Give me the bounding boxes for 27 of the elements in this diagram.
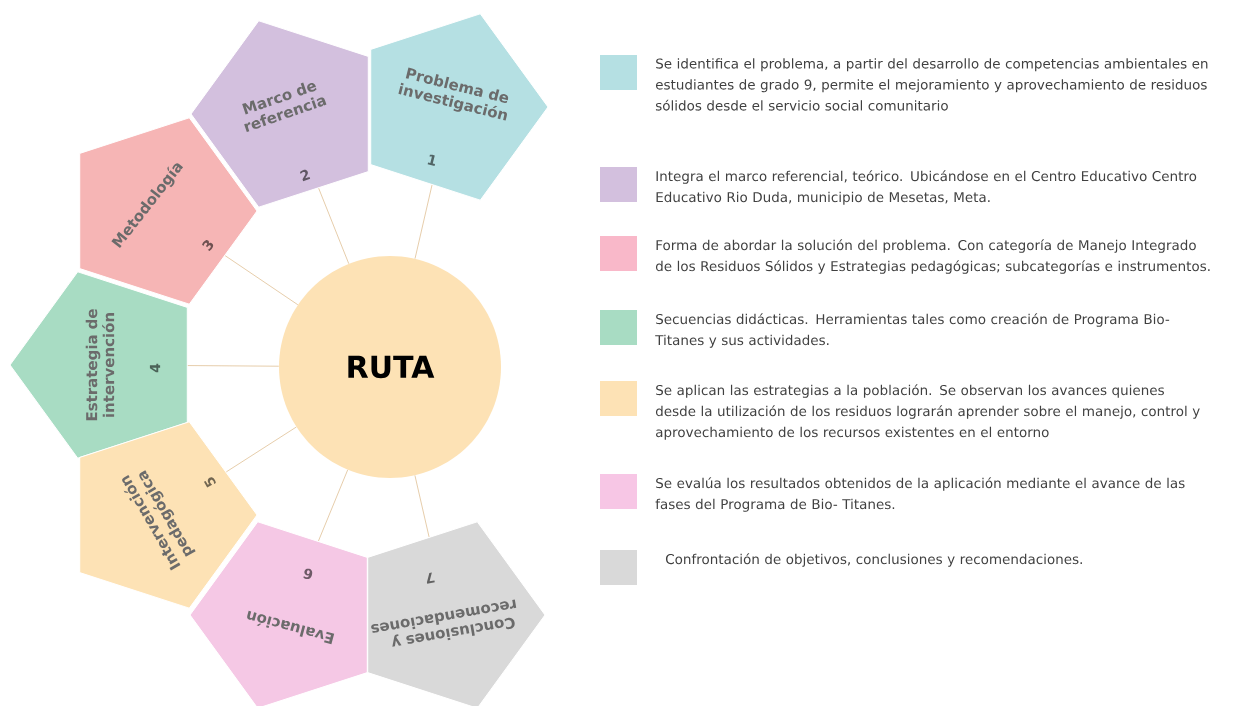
connector-line — [225, 426, 297, 473]
legend-text: Se aplican las estrategias a la población. Se observan los avances quienes desde la utilización de los residuos lograrán aprender sobre el manejo, control y aprovechamiento de los recursos existentes en el entorno — [655, 384, 1200, 440]
connector-line — [318, 469, 349, 542]
legend-text: Forma de abordar la solución del problema. Con categoría de Manejo Integrado de los Residuos Sólidos y Estrategias pedagógicas; subcategorías e instrumentos. — [655, 239, 1210, 274]
connector-line — [318, 187, 350, 265]
step-pentagon — [190, 20, 369, 208]
connector-line — [187, 365, 280, 367]
step-number: 4 — [149, 363, 161, 373]
legend-text: Integra el marco referencial, teórico. Ubicándose en el Centro Educativo Centro Educativo Rio Duda, municipio de Mesetas, Meta. — [656, 170, 1197, 205]
connector-line — [414, 184, 433, 260]
step-number: 2 — [300, 169, 311, 182]
connector-line — [414, 474, 430, 538]
legend-text: Se identifica el problema, a partir del desarrollo de competencias ambientales en estudiantes de grado 9, permite el mejoramiento y aprovechamiento de residuos sólidos desde el servicio social comunitario — [655, 58, 1208, 111]
step-number: 3 — [202, 240, 214, 252]
legend-text: Secuencias didácticas. Herramientas tales como creación de Programa Bio-Titanes y sus actividades. — [655, 313, 1170, 348]
step-pentagon — [79, 421, 258, 609]
step-number: 7 — [426, 572, 435, 584]
legend-text: Confrontación de objetivos, conclusiones y recomendaciones. — [665, 553, 1082, 567]
step-number: 6 — [303, 568, 313, 580]
legend-text: Se evalúa los resultados obtenidos de la aplicación mediante el avance de las fases del Programa de Bio- Titanes. — [655, 477, 1185, 512]
step-number: 1 — [427, 154, 435, 166]
connector-line — [224, 255, 299, 306]
step-pentagon — [367, 521, 546, 706]
step-pentagon — [9, 271, 188, 459]
step-number: 5 — [203, 477, 216, 488]
step-title: Estrategia de intervención — [85, 309, 115, 421]
step-pentagon — [370, 13, 549, 201]
